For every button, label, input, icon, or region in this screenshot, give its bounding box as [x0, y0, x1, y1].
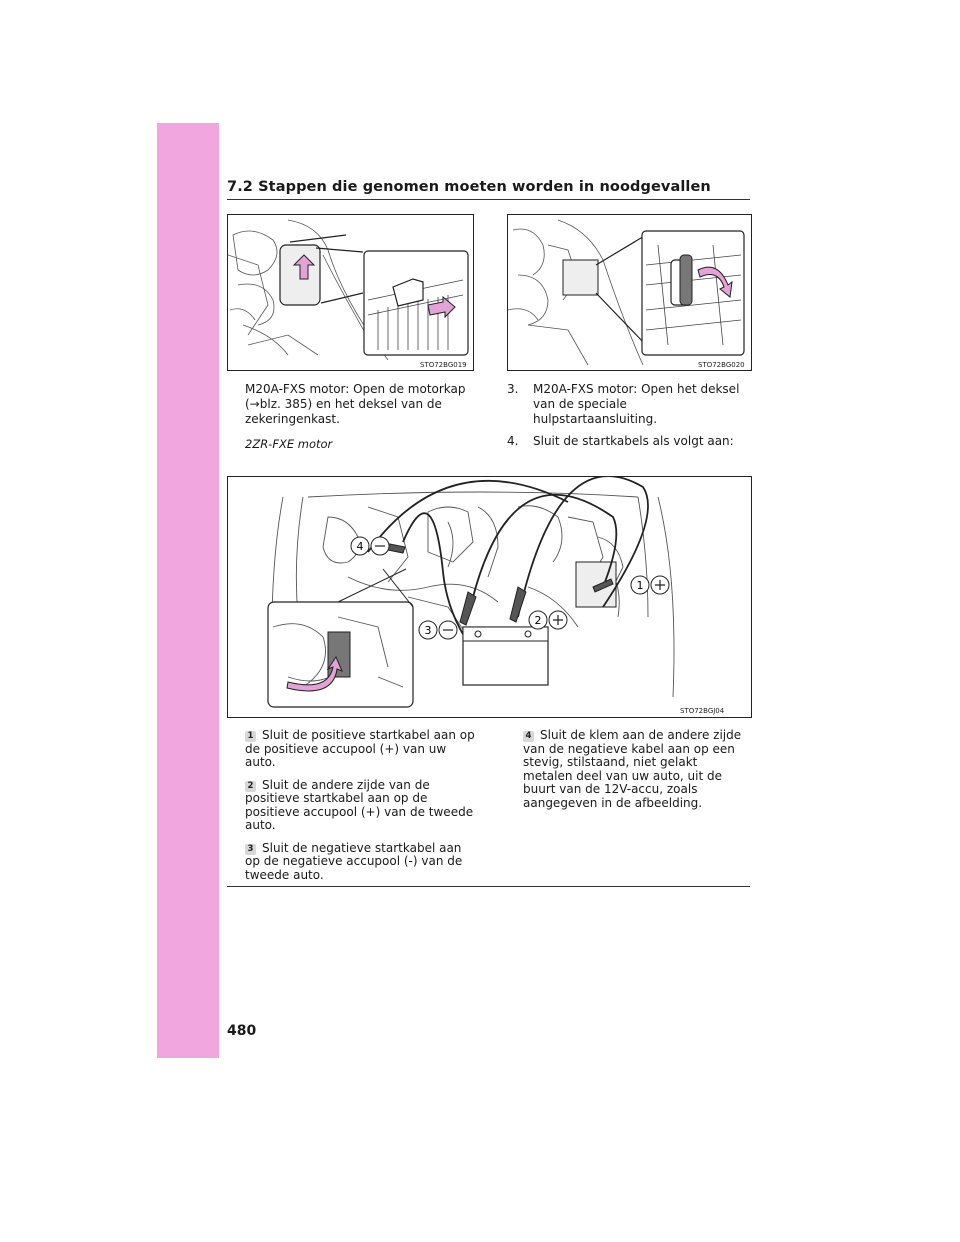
paragraph-open-hood: M20A-FXS motor: Open de motorkap (→blz. … — [245, 382, 466, 426]
step-text: M20A-FXS motor: Open het deksel van de s… — [533, 382, 740, 426]
step-badge: 3 — [245, 843, 256, 855]
subheading-engine: 2ZR-FXE motor — [245, 437, 333, 451]
callout-label-2: 2 — [535, 614, 542, 627]
figure-fuse-box: STO72BG019 — [227, 214, 474, 371]
figure-jumper-cables: 4 3 2 1 STO72BGJ04 — [227, 476, 752, 718]
callout-label-3: 3 — [425, 624, 432, 637]
step-item: 4. Sluit de startkabels als volgt aan: — [507, 434, 752, 449]
step-number: 4. — [507, 434, 519, 448]
step-badge: 4 — [523, 731, 534, 742]
steps-list: 3. M20A-FXS motor: Open het deksel van d… — [507, 382, 752, 449]
figure-code: STO72BGJ04 — [680, 707, 725, 715]
header-rule — [227, 199, 750, 200]
step-number: 3. — [507, 382, 519, 396]
figure-code: STO72BG019 — [420, 361, 467, 369]
footer-rule — [227, 886, 750, 887]
step-badge: 1 — [245, 731, 256, 742]
instruction-text: Sluit de klem aan de andere zijde van de… — [523, 728, 742, 810]
step-badge: 2 — [245, 780, 256, 792]
page-number: 480 — [227, 1023, 257, 1039]
callout-label-4: 4 — [357, 540, 364, 553]
figure-code: STO72BG020 — [698, 361, 745, 369]
sidebar-tab — [157, 123, 219, 1058]
figure-jump-start-terminal: STO72BG020 — [507, 214, 752, 371]
section-title: 7.2 Stappen die genomen moeten worden in… — [227, 179, 711, 195]
step-text: Sluit de startkabels als volgt aan: — [533, 434, 734, 448]
instruction-text: Sluit de negatieve startkabel aan op de … — [245, 840, 463, 882]
callout-label-1: 1 — [637, 579, 644, 592]
instruction-text: Sluit de andere zijde van de positieve s… — [245, 777, 474, 832]
step-item: 3. M20A-FXS motor: Open het deksel van d… — [507, 382, 752, 427]
instruction-text: Sluit de positieve startkabel aan op de … — [245, 728, 475, 769]
